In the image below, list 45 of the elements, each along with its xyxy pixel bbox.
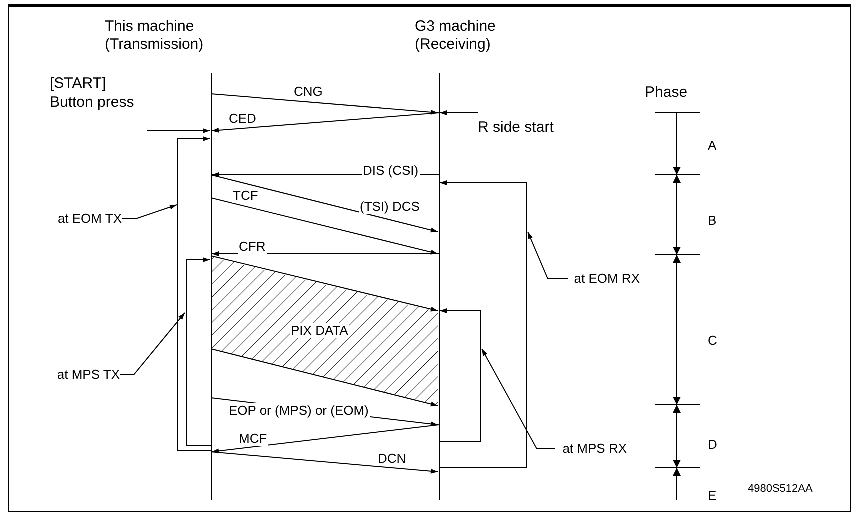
leader-label: at EOM RX [568, 270, 640, 288]
phase-letter: E [708, 487, 717, 505]
message-arrow [440, 110, 478, 116]
leader-label: at EOM TX [50, 210, 122, 228]
edge-label: EOP or (MPS) or (EOM) [228, 403, 370, 418]
lifeline-heading: G3 machine (Receiving) [415, 18, 497, 54]
loop-arrow [178, 136, 212, 452]
phase-letter: C [708, 332, 718, 350]
start-button-note: [START] Button press [50, 74, 147, 132]
lifeline-heading: This machine (Transmission) [105, 18, 205, 54]
edge-label: TCF [232, 188, 260, 203]
message-arrow [210, 94, 438, 115]
message-arrow [210, 256, 438, 312]
edge-label: CNG [293, 84, 324, 99]
message-arrow [210, 198, 438, 255]
leader-label: at MPS TX [48, 366, 120, 384]
edge-label: DCN [377, 451, 408, 466]
leader-line [482, 348, 556, 450]
leader-line [528, 232, 568, 280]
message-arrow [212, 112, 440, 133]
message-arrow [210, 452, 438, 474]
phase-letter: A [708, 137, 717, 155]
message-arrow [210, 174, 438, 233]
leader-line [122, 204, 178, 220]
message-arrow [212, 424, 440, 454]
figure-code: 4980S512AA [748, 482, 813, 497]
loop-arrow [438, 308, 482, 442]
r-side-start-note: R side start [478, 113, 564, 137]
loop-arrow [186, 258, 212, 446]
leader-label: at MPS RX [555, 440, 627, 458]
lifeline [211, 73, 212, 500]
message-arrow [146, 128, 210, 134]
loop-arrow [438, 180, 528, 468]
phase-letter: D [708, 436, 718, 454]
edge-label: PIX DATA [290, 323, 350, 338]
edge-label: (TSI) DCS [359, 199, 421, 214]
phase-letter: B [708, 212, 717, 230]
leader-line [120, 312, 186, 376]
message-arrow [212, 252, 440, 256]
edge-label: MCF [238, 431, 268, 446]
edge-label: CED [228, 111, 258, 126]
phase-heading: Phase [645, 83, 688, 103]
lifeline [439, 73, 440, 500]
edge-label: DIS (CSI) [362, 163, 420, 178]
edge-label: CFR [238, 239, 267, 254]
